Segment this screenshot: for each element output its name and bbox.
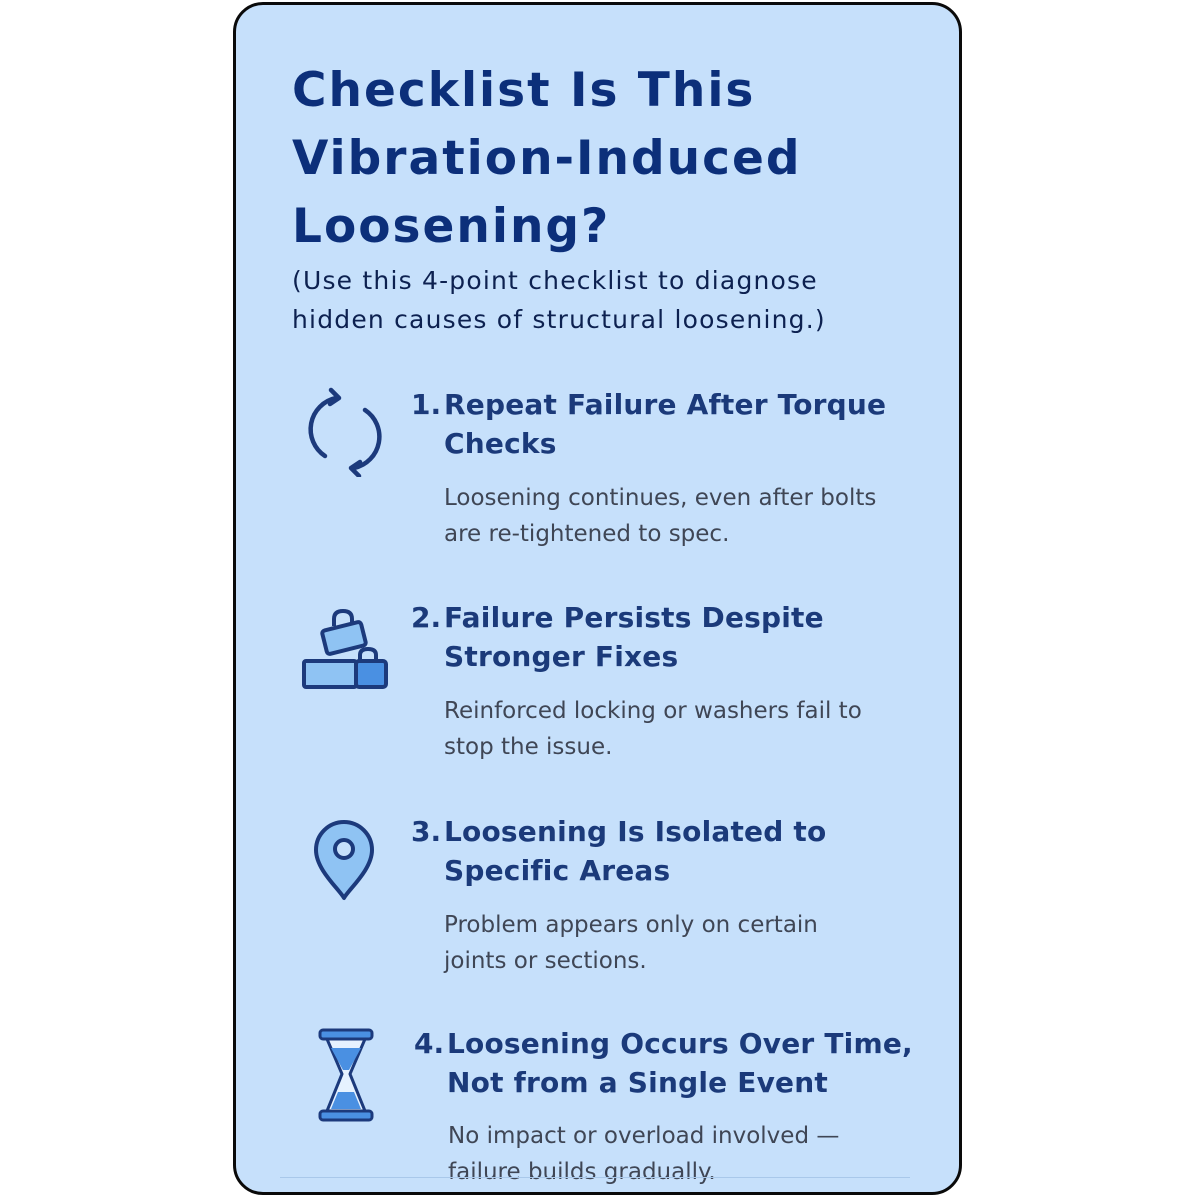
item-number: 2.: [411, 601, 442, 634]
map-pin-icon: [314, 820, 374, 900]
lock-blocks-icon: [302, 608, 388, 689]
divider: [280, 1177, 910, 1178]
item-heading: Loosening Occurs Over Time, Not from a S…: [447, 1027, 913, 1099]
item-heading: Repeat Failure After Torque Checks: [444, 388, 887, 460]
item-heading: Loosening Is Isolated to Specific Areas: [444, 815, 827, 887]
item-number: 1.: [411, 388, 442, 421]
item-number: 4.: [414, 1027, 445, 1060]
item-description: Reinforced locking or washers fail to st…: [444, 698, 862, 760]
refresh-icon: [308, 387, 382, 477]
hourglass-icon: [318, 1028, 374, 1122]
page-subtitle: (Use this 4-point checklist to diagnose …: [292, 266, 826, 334]
checklist-card: Checklist Is This Vibration-Induced Loos…: [233, 2, 962, 1195]
item-heading: Failure Persists Despite Stronger Fixes: [444, 601, 824, 673]
item-description: No impact or overload involved — failure…: [448, 1123, 840, 1185]
item-description: Loosening continues, even after bolts ar…: [444, 485, 877, 547]
page-title: Checklist Is This Vibration-Induced Loos…: [292, 63, 802, 254]
item-number: 3.: [411, 815, 442, 848]
item-description: Problem appears only on certain joints o…: [444, 912, 818, 974]
